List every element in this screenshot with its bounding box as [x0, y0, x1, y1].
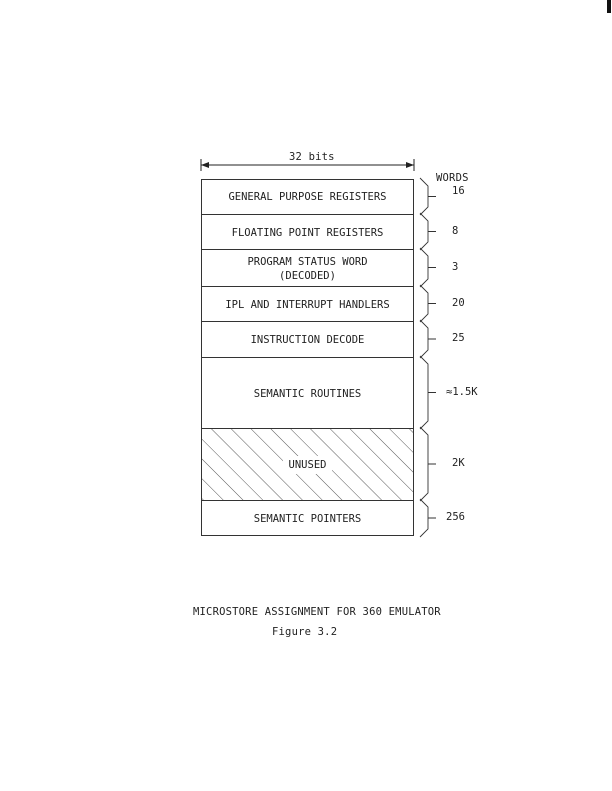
word-count: 16 — [452, 184, 465, 197]
region-label: FLOATING POINT REGISTERS — [231, 226, 384, 239]
region-label: GENERAL PURPOSE REGISTERS — [228, 190, 387, 203]
memory-region: UNUSED — [201, 428, 414, 501]
width-label: 32 bits — [287, 151, 337, 163]
word-count: 8 — [452, 224, 459, 237]
word-count: 3 — [452, 260, 459, 273]
region-label: SEMANTIC ROUTINES — [253, 387, 362, 400]
memory-region: GENERAL PURPOSE REGISTERS — [201, 179, 414, 214]
brace — [419, 212, 436, 251]
region-label: INSTRUCTION DECODE — [250, 334, 365, 346]
word-count: 20 — [452, 296, 465, 309]
region-sublabel: (DECODED) — [279, 269, 336, 282]
brace — [419, 426, 436, 502]
memory-region: FLOATING POINT REGISTERS — [201, 214, 414, 250]
word-count: 2K — [452, 457, 465, 469]
brace — [419, 355, 436, 430]
words-header: WORDS — [436, 172, 469, 184]
memory-region: PROGRAM STATUS WORD(DECODED) — [201, 249, 414, 287]
figure-label: Figure 3.2 — [272, 626, 338, 638]
brace — [419, 284, 436, 323]
scan-mark — [607, 0, 611, 13]
memory-region: SEMANTIC ROUTINES — [201, 357, 414, 429]
word-count: 25 — [452, 332, 465, 344]
memory-region: INSTRUCTION DECODE — [201, 321, 414, 358]
region-label: UNUSED — [282, 456, 333, 474]
region-label: PROGRAM STATUS WORD — [247, 255, 368, 268]
word-count: ≈1.5K — [446, 385, 478, 398]
brace — [419, 498, 436, 538]
region-label: IPL AND INTERRUPT HANDLERS — [225, 298, 390, 311]
region-label: SEMANTIC POINTERS — [253, 513, 362, 525]
memory-region: IPL AND INTERRUPT HANDLERS — [201, 286, 414, 322]
word-count: 256 — [446, 511, 465, 523]
memory-region: SEMANTIC POINTERS — [201, 500, 414, 537]
brace — [419, 177, 436, 216]
caption: MICROSTORE ASSIGNMENT FOR 360 EMULATOR — [193, 606, 441, 618]
brace — [419, 319, 436, 359]
brace — [419, 247, 436, 288]
